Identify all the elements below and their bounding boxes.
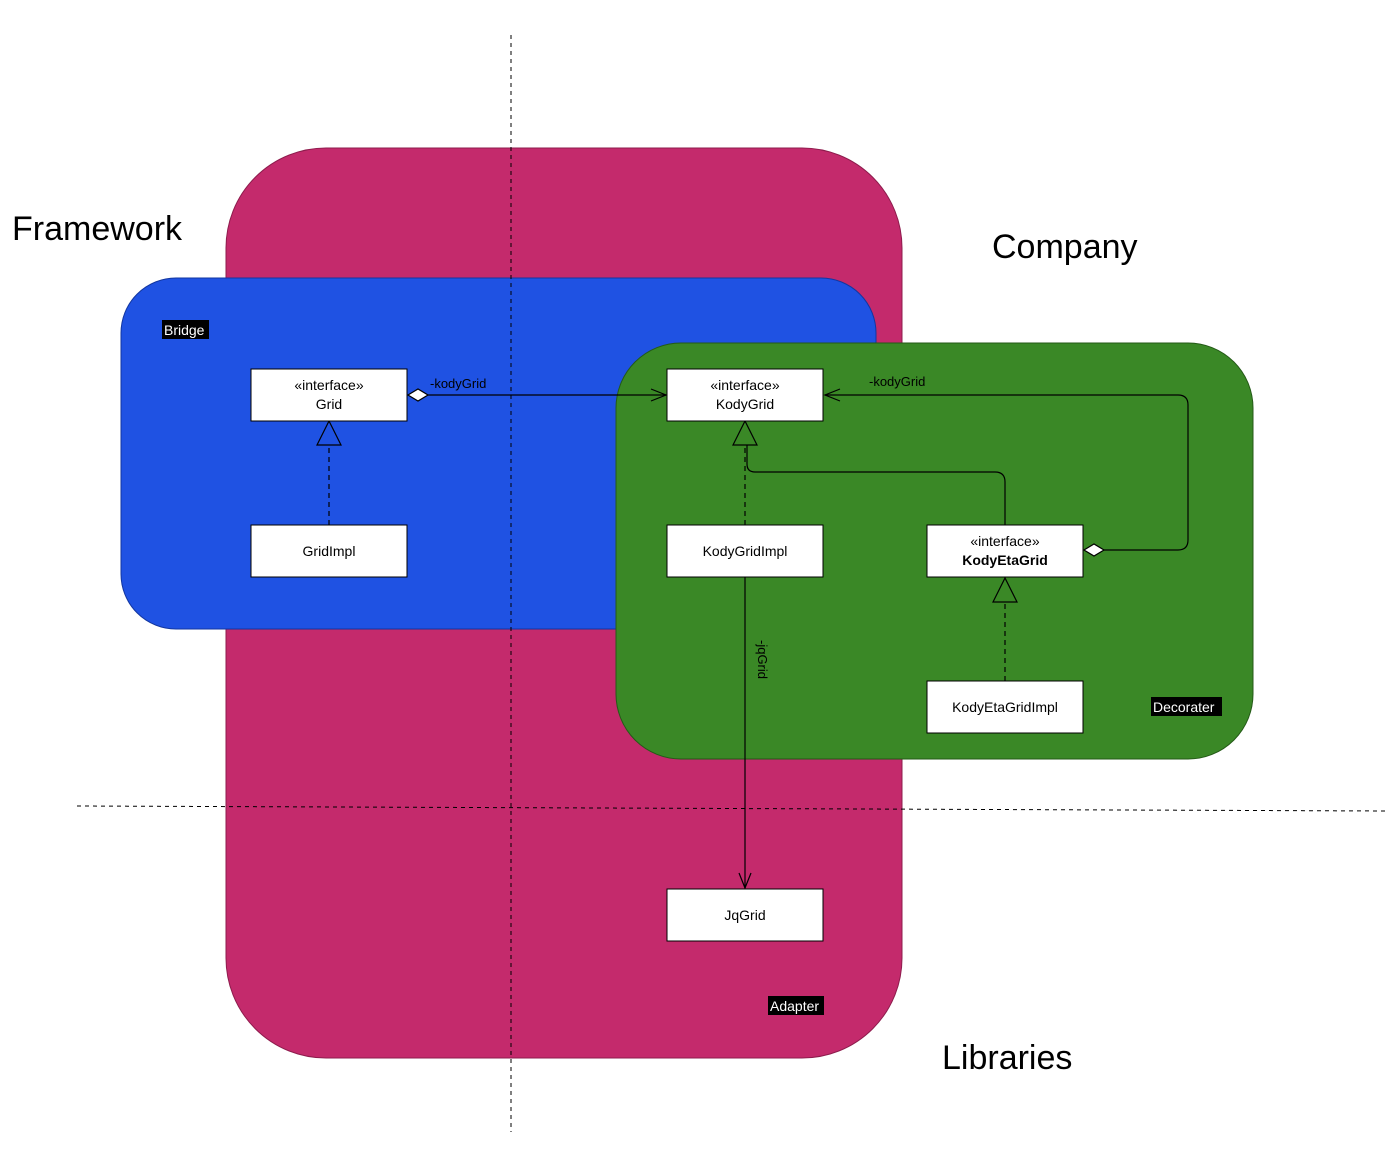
- jqgrid-class[interactable]: JqGrid: [666, 888, 824, 942]
- grid-stereotype: «interface»: [294, 377, 363, 393]
- grid-realization-arrowhead: [316, 419, 342, 446]
- grid-kodygrid-role-label: -kodyGrid: [430, 376, 486, 391]
- gridimpl-name: GridImpl: [303, 543, 356, 559]
- kodygrid-inheritance-arrowhead: [732, 419, 758, 446]
- adapter-tag-bg: [768, 996, 824, 1015]
- company-label: Company: [992, 228, 1138, 266]
- framework-label: Framework: [12, 210, 183, 248]
- kodyetagridimpl-class[interactable]: KodyEtaGridImpl: [926, 680, 1084, 734]
- bridge-tag-bg: [162, 320, 209, 339]
- kodyetagrid-realization-arrowhead: [992, 576, 1018, 603]
- grid-name: Grid: [316, 396, 342, 412]
- kodyetagridimpl-name: KodyEtaGridImpl: [952, 699, 1058, 715]
- kodygrid-name: KodyGrid: [716, 396, 774, 412]
- kodygrid-stereotype: «interface»: [710, 377, 779, 393]
- kodyetagrid-class[interactable]: «interface» KodyEtaGrid: [926, 524, 1084, 578]
- kodygrid-class[interactable]: «interface» KodyGrid: [666, 368, 824, 422]
- kodyetagrid-name: KodyEtaGrid: [962, 552, 1048, 568]
- adapter-tag: Adapter: [770, 998, 819, 1014]
- decorater-tag-bg: [1151, 697, 1222, 716]
- kodygridimpl-name: KodyGridImpl: [703, 543, 788, 559]
- libraries-label: Libraries: [942, 1039, 1072, 1077]
- kodygridimpl-jqgrid-role-label: -jqGrid: [755, 640, 770, 679]
- kodyetagrid-stereotype: «interface»: [970, 533, 1039, 549]
- kodygridimpl-class[interactable]: KodyGridImpl: [666, 524, 824, 578]
- jqgrid-name: JqGrid: [724, 907, 765, 923]
- kodyetagrid-kodygrid-role-label: -kodyGrid: [869, 374, 925, 389]
- decorater-tag: Decorater: [1153, 699, 1215, 715]
- gridimpl-class[interactable]: GridImpl: [250, 524, 408, 578]
- bridge-tag: Bridge: [164, 322, 205, 338]
- horizontal-divider: [76, 805, 1387, 812]
- kodyetagrid-to-kodygrid-association: [823, 388, 1189, 551]
- kodyetagrid-generalization-line: [746, 445, 1006, 525]
- grid-class[interactable]: «interface» Grid: [250, 368, 408, 422]
